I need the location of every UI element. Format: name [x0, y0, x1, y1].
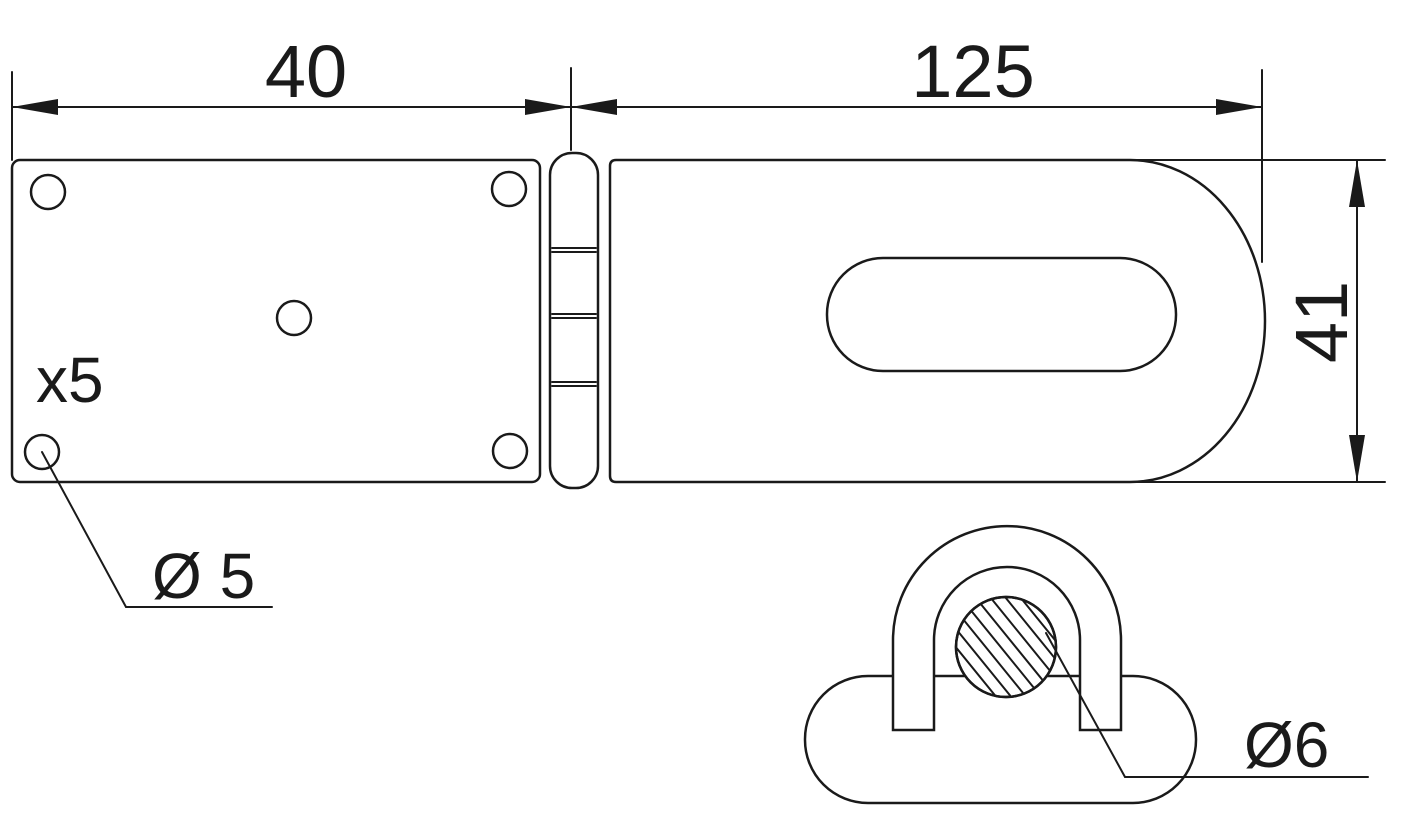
label-41: 41 — [1280, 281, 1363, 363]
hasp-slot — [825, 256, 1178, 373]
mounting-hole-bottom-left — [23, 433, 61, 471]
leader-hole-diameter: Ø 5 — [41, 451, 273, 612]
dimension-height: 41 — [1129, 159, 1386, 483]
leader-line — [41, 451, 127, 608]
arrow-down-icon — [1349, 435, 1365, 482]
hasp-outline — [608, 158, 1267, 484]
arrow-right-icon — [525, 99, 571, 115]
base-plate: x5 — [10, 158, 542, 484]
staple-loop — [891, 524, 1123, 732]
mounting-hole-top-left — [29, 173, 67, 211]
label-hole-count: x5 — [36, 344, 104, 416]
leader-line — [1045, 632, 1126, 778]
hinge-knuckle — [548, 151, 600, 490]
leader-rod-diameter: Ø6 — [1045, 632, 1369, 781]
rod-outline — [954, 595, 1058, 699]
mounting-hole-bottom-right — [491, 432, 529, 470]
arrow-left-icon — [12, 99, 58, 115]
arrow-left-icon — [571, 99, 617, 115]
dimension-plate-width: 40 — [11, 30, 572, 161]
hasp-strap — [608, 158, 1267, 484]
arrow-up-icon — [1349, 160, 1365, 207]
staple-side-view — [803, 524, 1198, 805]
label-rod-diameter: Ø6 — [1244, 709, 1329, 781]
dimension-hasp-length: 125 — [570, 30, 1263, 263]
label-125: 125 — [911, 30, 1034, 113]
label-40: 40 — [265, 30, 347, 113]
arrow-right-icon — [1216, 99, 1262, 115]
plate-outline — [10, 158, 542, 484]
knuckle-outline — [548, 151, 600, 490]
mounting-hole-center — [275, 299, 313, 337]
mounting-hole-top-right — [490, 170, 528, 208]
label-hole-diameter: Ø 5 — [152, 540, 255, 612]
